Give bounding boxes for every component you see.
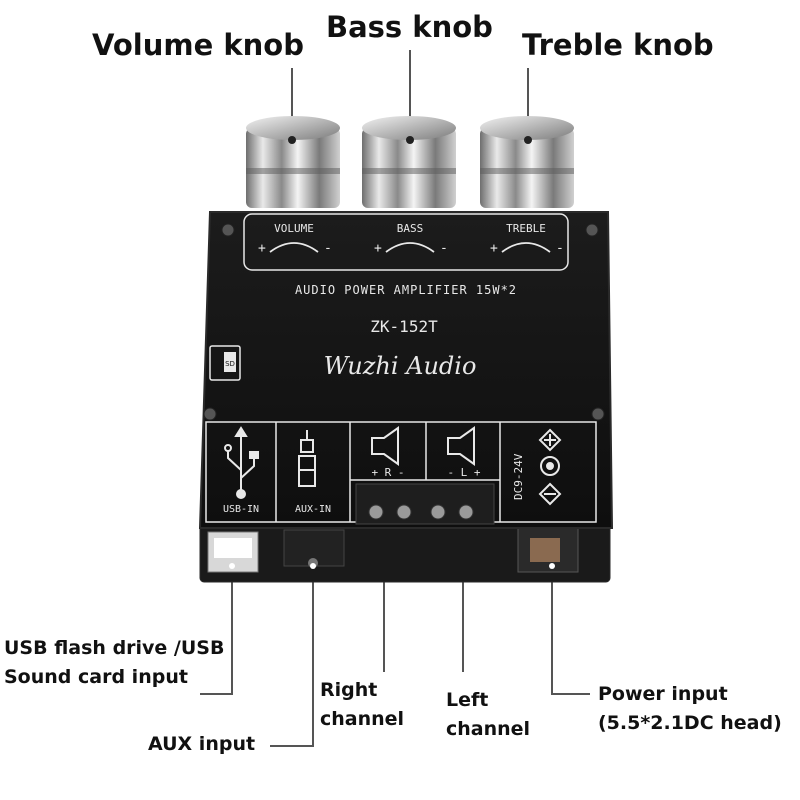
speaker-icon — [371, 426, 399, 466]
plus-sign: + — [258, 241, 266, 256]
bass-knob-callout: Bass knob — [326, 10, 493, 44]
screw-icon — [591, 407, 605, 421]
minus-sign: - — [440, 241, 448, 256]
aux-input-callout: AUX input — [148, 733, 256, 755]
left-channel-callout: Left channel — [446, 686, 530, 744]
sd-icon-text: SD — [225, 360, 235, 368]
minus-sign: - — [556, 241, 564, 256]
plus-sign: + — [374, 241, 382, 256]
rotate-arrow-icon — [269, 242, 319, 253]
minus-sign: - — [324, 241, 332, 256]
usb-leader — [200, 566, 233, 695]
product-line: AUDIO POWER AMPLIFIER 15W*2 — [295, 283, 517, 297]
plus-sign: + — [490, 241, 498, 256]
sd-card-icon: SD — [209, 345, 241, 381]
screw-icon — [203, 407, 217, 421]
treble-silk-label: TREBLE — [506, 222, 546, 235]
screw-icon — [221, 223, 235, 237]
usb-input-callout: USB flash drive /USB Sound card input — [4, 634, 224, 692]
speaker-terminal-block[interactable] — [355, 483, 495, 525]
knob-volume[interactable] — [246, 116, 340, 208]
amplifier-board: VOLUME BASS TREBLE + - + - + - AUDIO POW… — [198, 211, 614, 529]
right-channel-callout-line2: channel — [320, 708, 405, 730]
right-channel-mark: + R - — [371, 466, 404, 479]
power-input-callout-line2: (5.5*2.1DC head) — [598, 712, 782, 734]
voltage-label: DC9-24V — [512, 453, 525, 500]
knob-treble[interactable] — [480, 116, 574, 208]
brand-logo: Wuzhi Audio — [324, 352, 477, 380]
power-input-callout-line1: Power input — [598, 683, 728, 705]
power-input-callout: Power input (5.5*2.1DC head) — [598, 680, 782, 738]
headphone-jack-icon — [298, 430, 316, 487]
dc-polarity-icon — [538, 428, 562, 506]
treble-knob-callout: Treble knob — [522, 28, 714, 62]
volume-knob-callout: Volume knob — [92, 28, 304, 62]
right-channel-callout-line1: Right — [320, 679, 378, 701]
volume-silk-label: VOLUME — [274, 222, 314, 235]
speaker-icon — [447, 426, 475, 466]
bass-silk-label: BASS — [397, 222, 424, 235]
usb-input-callout-line1: USB flash drive /USB — [4, 637, 225, 659]
left-channel-callout-line2: channel — [446, 718, 531, 740]
usb-icon — [224, 426, 259, 499]
right-channel-callout: Right channel — [320, 676, 404, 734]
aux-port-label: AUX-IN — [295, 504, 331, 515]
left-channel-mark: - L + — [447, 466, 480, 479]
rotate-arrow-icon — [501, 242, 551, 253]
knob-bass[interactable] — [362, 116, 456, 208]
left-channel-callout-line1: Left — [446, 689, 489, 711]
screw-icon — [585, 223, 599, 237]
usb-port-label: USB-IN — [223, 504, 259, 515]
rotate-arrow-icon — [385, 242, 435, 253]
usb-input-callout-line2: Sound card input — [4, 666, 188, 688]
model-number: ZK-152T — [370, 317, 438, 336]
power-leader — [551, 566, 590, 695]
board-bottom-edge — [199, 519, 611, 583]
aux-leader — [270, 566, 314, 747]
